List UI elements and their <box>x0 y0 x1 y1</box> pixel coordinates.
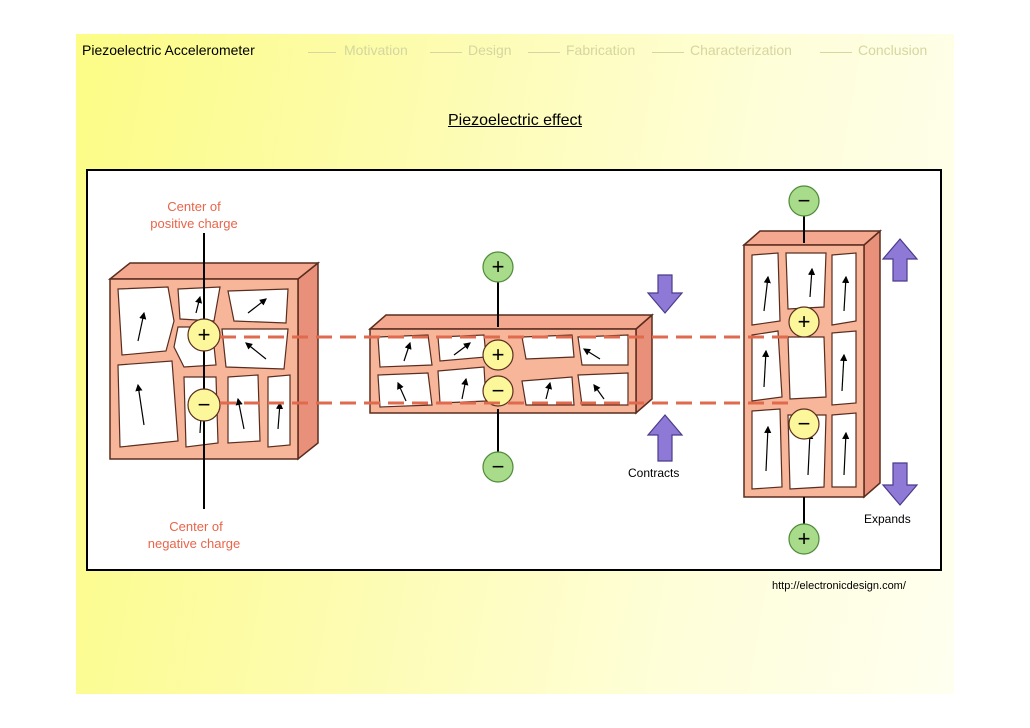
positive-terminal <box>482 251 514 283</box>
crystal-neutral: + − <box>107 233 321 509</box>
nav-item-design[interactable]: Design <box>468 42 512 58</box>
negative-center-charge <box>482 375 514 407</box>
positive-center-charge <box>187 318 221 352</box>
crystal-top-face <box>107 262 321 280</box>
nav-separator <box>308 52 336 53</box>
plus-sign: + <box>798 309 811 334</box>
piezo-diagram: + − Center of positive charge Center of … <box>107 185 919 555</box>
nav-item-fabrication[interactable]: Fabrication <box>566 42 636 58</box>
negative-terminal <box>788 185 820 217</box>
nav-separator <box>652 52 684 53</box>
positive-center-charge <box>788 306 820 338</box>
crystal-side-face <box>863 229 881 499</box>
crystal-expanded: + − <box>742 215 882 525</box>
nav-item-characterization[interactable]: Characterization <box>690 42 792 58</box>
negative-center-charge <box>187 388 221 422</box>
minus-sign: − <box>492 454 505 479</box>
nav-separator <box>430 52 462 53</box>
minus-sign: − <box>492 378 505 403</box>
dipole-arrows <box>397 341 605 402</box>
crystal-contracted: + − <box>368 281 654 453</box>
nav-item-conclusion[interactable]: Conclusion <box>858 42 928 58</box>
dipole-arrows <box>135 295 284 434</box>
label-negative-center: negative charge <box>148 536 241 551</box>
minus-sign: − <box>198 392 211 417</box>
expand-arrow-down-icon <box>881 462 919 506</box>
negative-terminal <box>482 451 514 483</box>
plus-sign: + <box>198 322 211 347</box>
crystal-grains <box>751 252 857 490</box>
label-expands: Expands <box>864 512 911 526</box>
dipole-arrows <box>762 267 850 476</box>
positive-center-charge <box>482 339 514 371</box>
nav-current-section: Piezoelectric Accelerometer <box>82 42 255 58</box>
crystal-top-face <box>368 314 654 330</box>
negative-center-charge <box>788 408 820 440</box>
crystal-side-face <box>635 313 653 415</box>
label-positive-center: positive charge <box>150 216 237 231</box>
minus-sign: − <box>798 411 811 436</box>
minus-sign: − <box>798 188 811 213</box>
compress-arrow-down-icon <box>646 274 684 314</box>
nav-separator <box>820 52 852 53</box>
crystal-top-face <box>742 230 882 246</box>
label-positive-center: Center of <box>167 199 221 214</box>
expand-arrow-up-icon <box>881 238 919 282</box>
positive-terminal <box>788 523 820 555</box>
label-negative-center: Center of <box>169 519 223 534</box>
compress-arrow-up-icon <box>646 414 684 462</box>
crystal-side-face <box>297 261 319 461</box>
slide-background: Piezoelectric Accelerometer Motivation D… <box>76 34 954 694</box>
label-contracts: Contracts <box>628 466 679 480</box>
nav-separator <box>528 52 560 53</box>
plus-sign: + <box>492 254 505 279</box>
nav-item-motivation[interactable]: Motivation <box>344 42 408 58</box>
image-credit: http://electronicdesign.com/ <box>772 580 906 592</box>
slide-heading-text: Piezoelectric effect <box>448 112 582 129</box>
slide-heading: Piezoelectric effect <box>76 112 954 130</box>
section-navigation: Piezoelectric Accelerometer Motivation D… <box>76 42 954 64</box>
plus-sign: + <box>798 526 811 551</box>
piezo-figure: + − Center of positive charge Center of … <box>86 169 942 571</box>
plus-sign: + <box>492 342 505 367</box>
